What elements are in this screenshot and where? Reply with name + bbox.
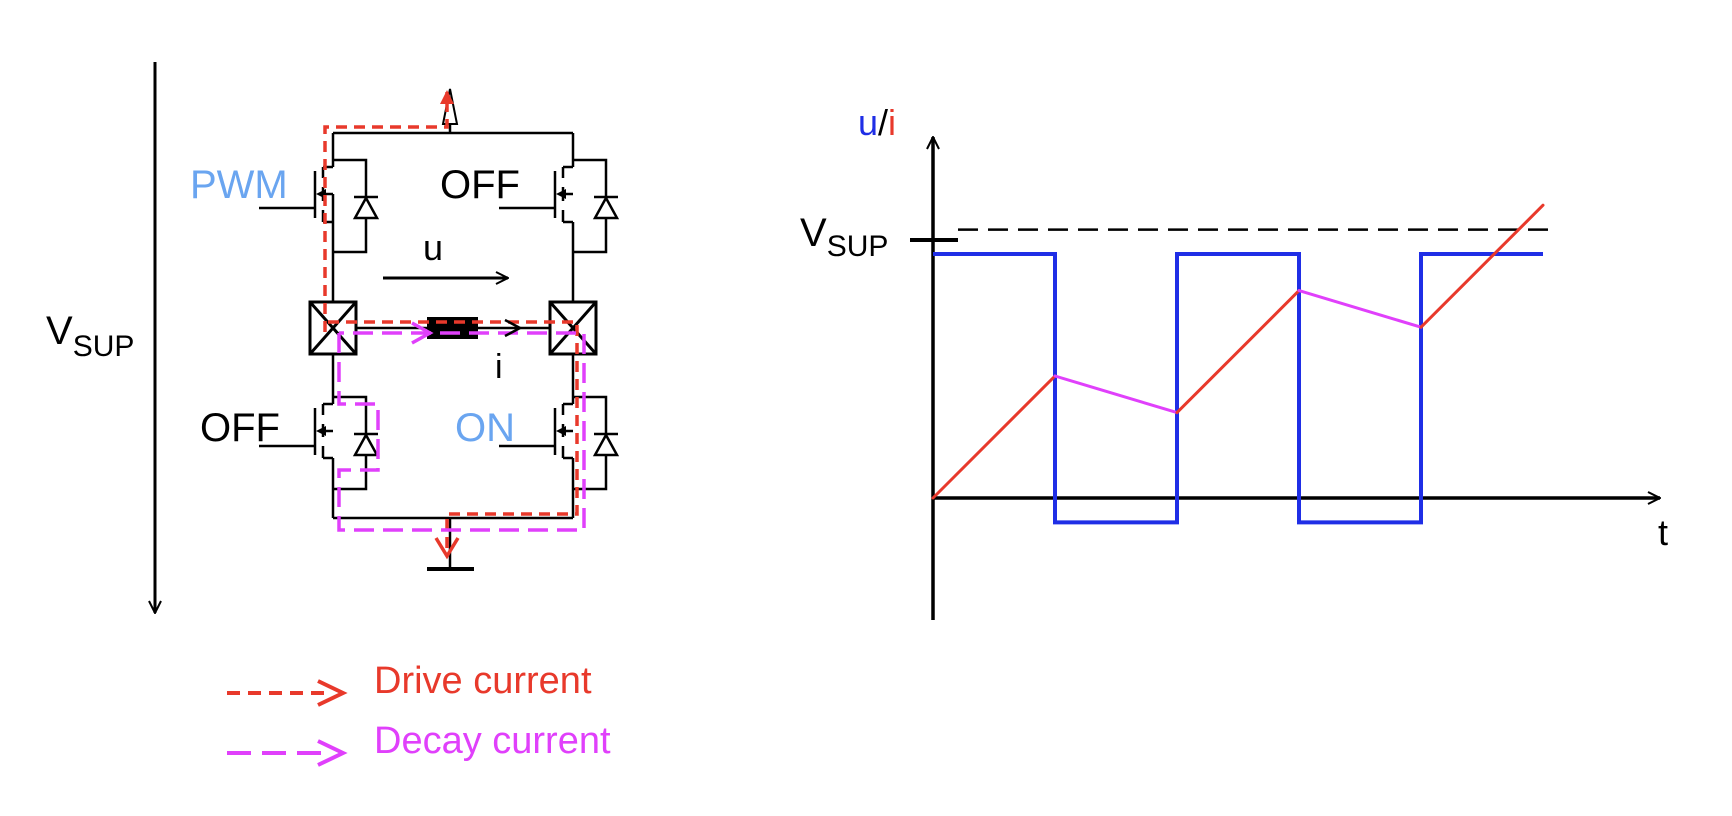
- motor-load: [427, 317, 478, 339]
- drive-current-path: [323, 92, 579, 548]
- current-i-segment: [1419, 203, 1545, 329]
- drive-current-arrowhead-up: [440, 90, 454, 104]
- legend: Drive current Decay current: [227, 660, 611, 767]
- off-bottom-label: OFF: [200, 406, 280, 450]
- bridge-wiring: [331, 124, 575, 571]
- current-i-segment: [1297, 289, 1423, 329]
- series-layer: [931, 203, 1545, 525]
- legend-decay-label: Decay current: [374, 720, 611, 762]
- mosfet-bottom-left: [259, 395, 380, 491]
- current-i-label: i: [495, 348, 503, 386]
- on-label: ON: [455, 406, 515, 450]
- h-bridge-circuit: VSUP: [46, 62, 620, 613]
- drive-current-arrowhead-down: [434, 537, 460, 560]
- x-axis-label: t: [1658, 512, 1668, 553]
- y-axis-label: u/i: [858, 102, 896, 143]
- voltage-u-series: [933, 252, 1543, 525]
- vsup-reference-label: VSUP: [800, 211, 888, 263]
- left-output-node: [308, 300, 358, 356]
- legend-decay-arrowhead: [317, 739, 348, 767]
- legend-drive-arrowhead: [317, 679, 348, 707]
- voltage-u-label: u: [423, 227, 443, 268]
- mosfet-bottom-right: [499, 395, 620, 491]
- current-i-segment: [931, 374, 1057, 500]
- decay-current-path: [337, 331, 586, 532]
- pwm-label: PWM: [190, 163, 288, 207]
- waveform-chart: u/i t VSUP: [800, 102, 1668, 620]
- current-i-arrowhead: [504, 318, 523, 338]
- mosfet-top-right: [499, 158, 620, 254]
- vsup-label: VSUP: [46, 309, 134, 363]
- decay-current-arrowhead: [411, 321, 434, 345]
- current-i-segment: [1053, 374, 1179, 415]
- legend-drive-label: Drive current: [374, 660, 592, 702]
- right-output-node: [548, 300, 598, 356]
- off-top-label: OFF: [440, 163, 520, 207]
- current-i-segment: [1175, 289, 1301, 415]
